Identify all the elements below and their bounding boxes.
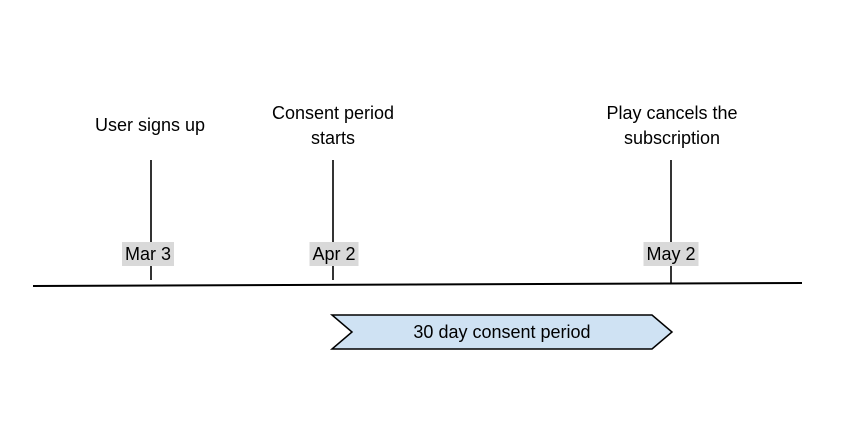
event-label-cancel: Play cancels the subscription [606,102,738,148]
event-label-signup: User signs up [94,115,206,135]
date-chip-may-2: May 2 [643,242,699,266]
date-chip-mar-3: Mar 3 [121,242,175,266]
date-chip-apr-2: Apr 2 [309,242,359,266]
consent-period-arrow-shape [329,314,674,350]
event-label-consent-start: Consent period starts [271,102,395,148]
timeline-axis [32,282,803,287]
consent-period-arrow-label: 30 day consent period [413,322,591,342]
